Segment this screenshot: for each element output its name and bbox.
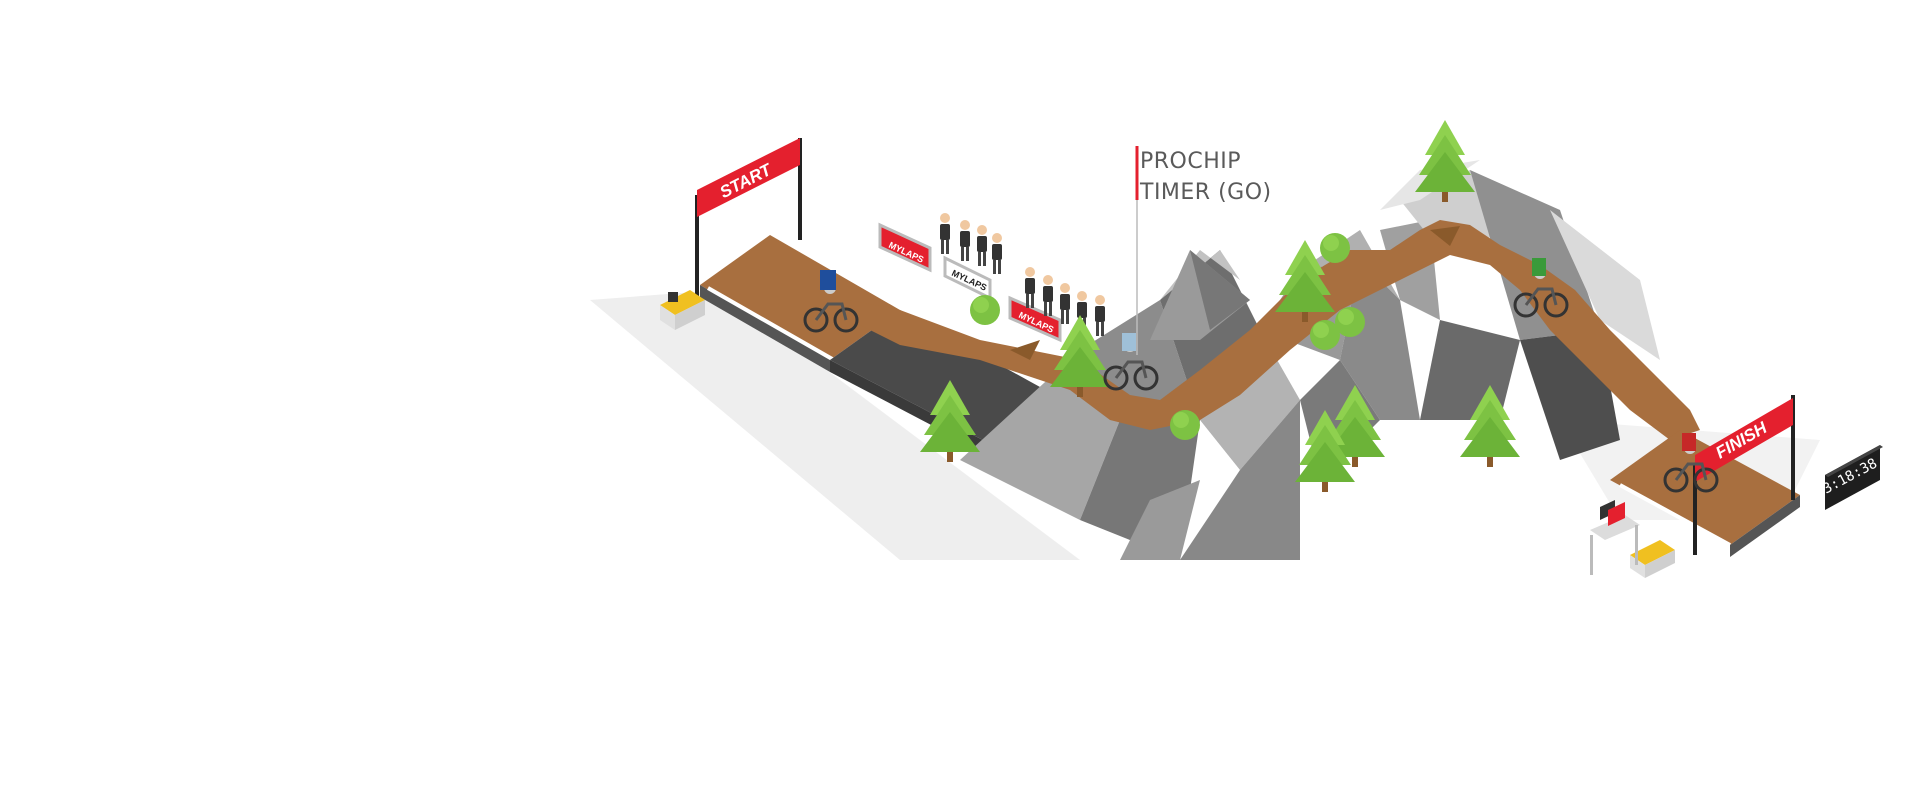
callout-line-2: TIMER (GO) xyxy=(1140,180,1272,205)
cyclists xyxy=(803,258,1719,493)
laptop-icon xyxy=(1590,500,1640,575)
prochip-timer-label: PROCHIP TIMER (GO) xyxy=(1140,146,1272,208)
timing-decoder-finish xyxy=(1630,540,1675,578)
scoreboard-icon: 3:18:38 xyxy=(1820,445,1883,510)
timing-decoder-start xyxy=(660,290,705,330)
callout-line-1: PROCHIP xyxy=(1140,149,1242,174)
finish-platform xyxy=(1610,430,1800,557)
